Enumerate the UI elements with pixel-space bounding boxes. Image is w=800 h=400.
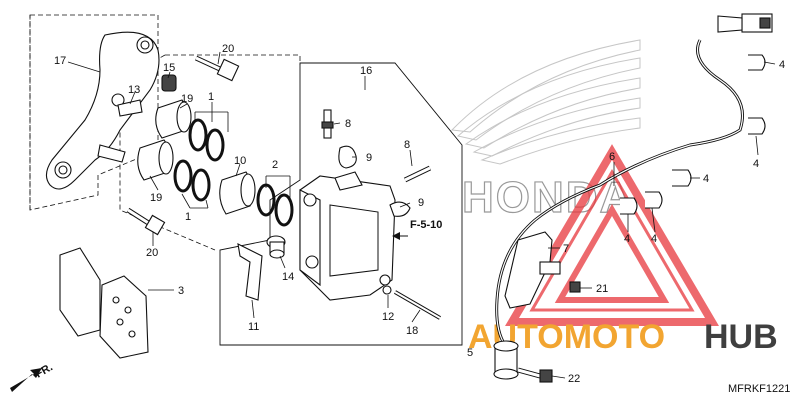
callout-10: 10 — [234, 155, 246, 167]
brake-pad-3-front — [99, 275, 149, 359]
leader-lines — [67, 51, 776, 379]
brake-pad-3-back — [59, 247, 101, 337]
callout-18: 18 — [406, 325, 418, 337]
callout-13: 13 — [128, 84, 140, 96]
wire-clip-4-e — [645, 191, 663, 209]
piston-19-lower — [137, 139, 174, 181]
callout-12: 12 — [382, 311, 394, 323]
callout-7: 7 — [563, 243, 569, 255]
wire-clip-4-a — [748, 54, 766, 71]
bolt-20-top — [194, 55, 240, 82]
callout-8-lower: 8 — [404, 139, 410, 151]
callout-1-upper: 1 — [208, 91, 214, 103]
wire-clip-4-c — [672, 169, 692, 187]
ref-arrow-icon — [392, 232, 408, 240]
callout-6: 6 — [609, 151, 615, 163]
caliper-dashed-box — [165, 54, 301, 65]
callout-15: 15 — [163, 62, 175, 74]
pin-14 — [266, 235, 286, 259]
bolt-21 — [569, 281, 581, 293]
warning-triangle-watermark-icon — [505, 144, 719, 326]
callout-17: 17 — [54, 55, 66, 67]
seal-1-upper — [188, 118, 225, 162]
abs-sensor-wire — [495, 13, 773, 346]
callout-5: 5 — [467, 347, 473, 359]
honda-text-watermark: HONDA — [462, 173, 633, 222]
cap-9-lower — [389, 201, 411, 217]
bleeder-8-lower — [403, 165, 432, 183]
callout-2: 2 — [272, 159, 278, 171]
piston-10 — [219, 171, 256, 215]
cap-9-upper — [338, 145, 357, 169]
boot-15 — [161, 74, 177, 92]
diagram-code: MFRKF1221 — [728, 383, 790, 395]
clip-13 — [117, 99, 143, 117]
pad-pin-18 — [393, 290, 442, 320]
callout-1-lower: 1 — [185, 211, 191, 223]
callout-9-lower: 9 — [418, 197, 424, 209]
callout-20-top: 20 — [222, 43, 234, 55]
callout-19-lower: 19 — [150, 192, 162, 204]
callout-4-d: 4 — [624, 233, 630, 245]
callout-22: 22 — [568, 373, 580, 385]
caliper-body — [299, 171, 396, 301]
callout-4-b: 4 — [753, 158, 759, 170]
bolt-22 — [517, 367, 553, 383]
seal-1-lower — [173, 159, 211, 202]
wire-clip-4-d — [620, 197, 638, 215]
callout-8-upper: 8 — [345, 118, 351, 130]
callout-4-c: 4 — [703, 173, 709, 185]
callout-4-e: 4 — [651, 233, 657, 245]
callout-20-lower: 20 — [146, 247, 158, 259]
sensor-bracket-7 — [504, 231, 561, 309]
caliper-assembly-box — [219, 62, 463, 346]
honda-wing-watermark-icon — [450, 39, 641, 165]
callout-4-a: 4 — [779, 59, 785, 71]
bolt-20-lower — [126, 207, 166, 236]
wire-clip-4-b — [748, 117, 766, 135]
pad-spring-11 — [237, 243, 263, 301]
callout-11: 11 — [248, 321, 259, 333]
abs-sensor-5 — [493, 340, 519, 380]
pin-plug-12 — [382, 285, 392, 295]
front-arrow-icon — [10, 368, 42, 392]
callout-19-upper: 19 — [181, 93, 193, 105]
ref-label-f-5-10: F-5-10 — [410, 219, 442, 231]
callout-9-upper: 9 — [366, 152, 372, 164]
brand-hub-text: HUB — [704, 318, 778, 356]
callout-14: 14 — [282, 271, 294, 283]
caliper-bracket — [45, 31, 160, 190]
bleeder-8-upper — [321, 109, 334, 139]
callout-3: 3 — [178, 285, 184, 297]
seal-2 — [256, 183, 294, 227]
callout-21: 21 — [596, 283, 608, 295]
callout-16: 16 — [360, 65, 372, 77]
front-arrow-label: FR. — [34, 361, 55, 380]
piston-19-upper — [155, 99, 192, 139]
